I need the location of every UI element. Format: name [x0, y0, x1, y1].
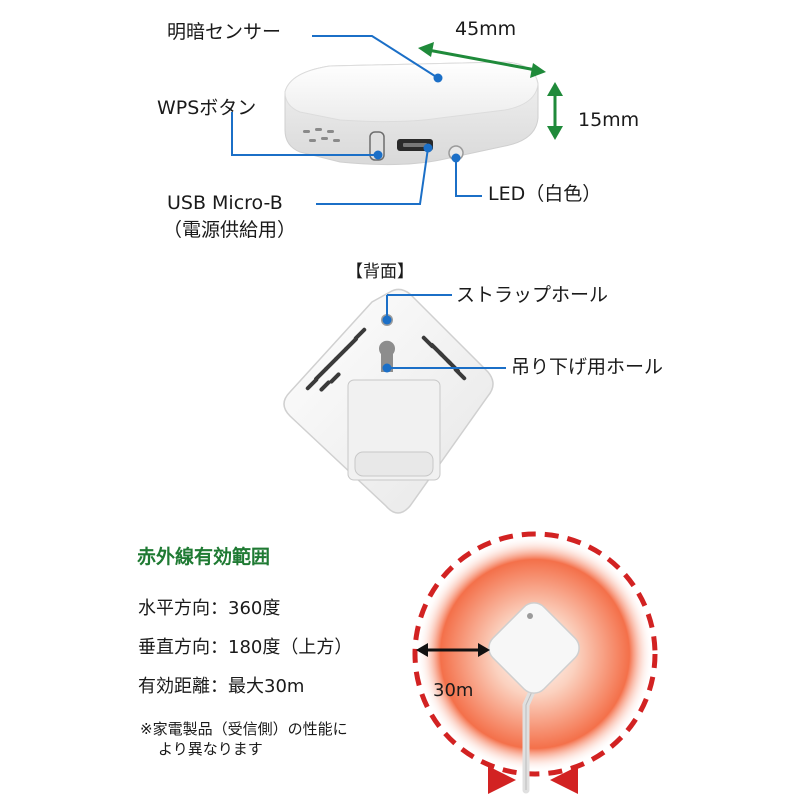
ir-vertical-spec: 垂直方向：180度（上方）: [138, 637, 353, 658]
ir-distance-spec: 有効距離：最大30m: [138, 676, 305, 697]
range-device-icon: [488, 602, 580, 694]
ir-range-heading: 赤外線有効範囲: [137, 546, 271, 568]
ir-horizontal-spec: 水平方向：360度: [138, 598, 281, 619]
usb-label: USB Micro-B: [167, 192, 283, 214]
ir-radius-label: 30m: [433, 680, 474, 701]
ir-note-line2: より異なります: [158, 739, 263, 758]
back-view-title: 【背面】: [346, 262, 414, 282]
device-top-photo: [284, 61, 539, 166]
height-dimension-label: 15mm: [578, 109, 640, 131]
ir-note: ※家電製品（受信側）の性能に より異なります: [140, 720, 348, 759]
hanging-hole-label: 吊り下げ用ホール: [511, 356, 664, 378]
width-dimension-label: 45mm: [455, 18, 517, 40]
led-label: LED（白色）: [488, 183, 602, 205]
device-top-illustration: [231, 35, 563, 205]
ir-range-diagram: [412, 531, 658, 794]
ir-note-line1: ※家電製品（受信側）の性能に: [140, 720, 348, 738]
strap-hole-label: ストラップホール: [456, 284, 609, 306]
device-back-illustration: [283, 288, 506, 514]
device-back-photo: [283, 288, 494, 514]
light-sensor-label: 明暗センサー: [167, 21, 282, 43]
wps-button-label: WPSボタン: [157, 97, 257, 119]
usb-sub-label: （電源供給用）: [163, 219, 297, 241]
